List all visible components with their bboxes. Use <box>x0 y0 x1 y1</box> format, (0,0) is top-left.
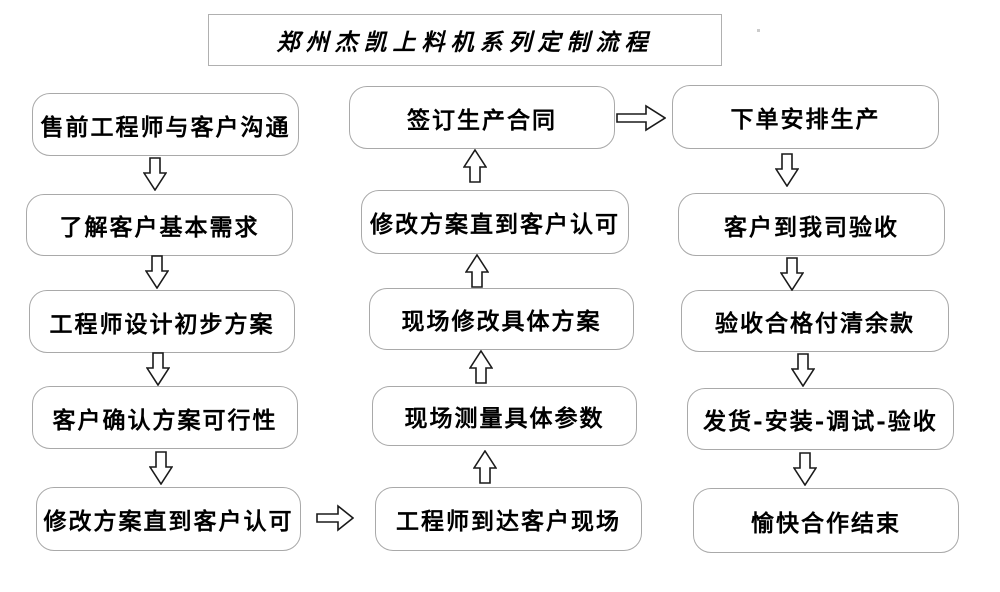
step-revise-until-approved-2: 修改方案直到客户认可 <box>361 190 629 254</box>
step-pay-balance: 验收合格付清余款 <box>681 290 949 352</box>
step-onsite-revise-plan: 现场修改具体方案 <box>369 288 634 350</box>
step-cooperation-complete: 愉快合作结束 <box>693 488 959 553</box>
arrow-down-icon <box>775 153 799 187</box>
dust-speck <box>757 29 760 32</box>
step-place-order-production: 下单安排生产 <box>672 85 939 149</box>
step-revise-until-approved-1: 修改方案直到客户认可 <box>36 487 301 551</box>
step-onsite-measure-parameters: 现场测量具体参数 <box>372 386 637 446</box>
step-customer-acceptance-visit: 客户到我司验收 <box>678 193 945 256</box>
arrow-down-icon <box>146 352 170 386</box>
step-sign-contract: 签订生产合同 <box>349 86 615 149</box>
step-presales-communication: 售前工程师与客户沟通 <box>32 93 299 156</box>
step-ship-install-debug-accept: 发货-安装-调试-验收 <box>687 388 954 450</box>
arrow-down-icon <box>780 257 804 291</box>
step-understand-needs: 了解客户基本需求 <box>26 194 293 256</box>
arrow-down-icon <box>791 353 815 387</box>
arrow-down-icon <box>149 451 173 485</box>
arrow-right-icon <box>316 504 354 532</box>
arrow-down-icon <box>793 452 817 486</box>
arrow-right-icon <box>616 104 666 132</box>
arrow-up-icon <box>463 149 487 183</box>
step-confirm-feasibility: 客户确认方案可行性 <box>32 386 298 449</box>
step-engineer-arrives-onsite: 工程师到达客户现场 <box>375 487 642 551</box>
arrow-up-icon <box>473 450 497 484</box>
arrow-down-icon <box>145 255 169 289</box>
step-preliminary-design: 工程师设计初步方案 <box>29 290 295 353</box>
flowchart-title: 郑州杰凯上料机系列定制流程 <box>208 14 722 66</box>
arrow-up-icon <box>469 350 493 384</box>
arrow-up-icon <box>465 254 489 288</box>
arrow-down-icon <box>143 157 167 191</box>
